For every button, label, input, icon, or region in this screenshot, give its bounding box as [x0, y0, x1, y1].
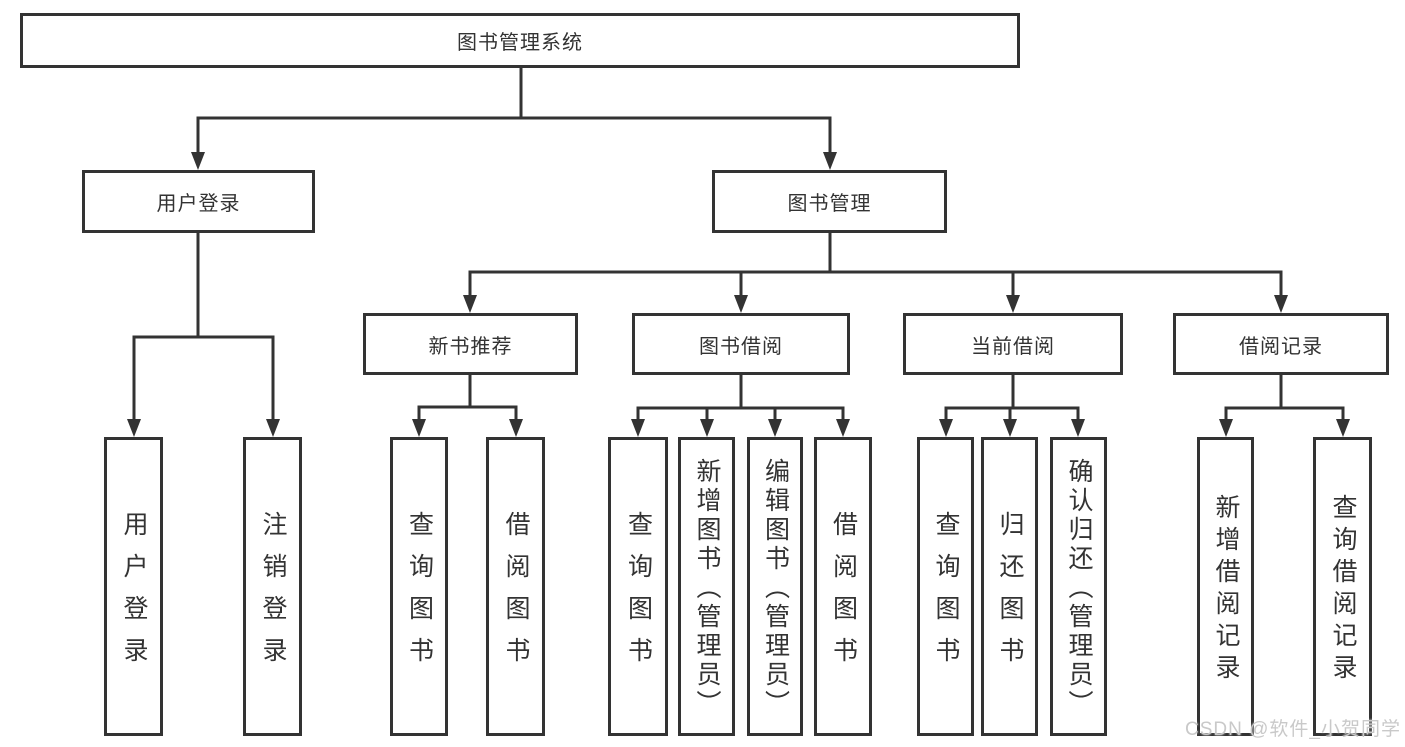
leaf-confirm-return-label: 确认归还（管理员） — [1065, 458, 1093, 719]
leaf-return-book-label: 归还图书 — [996, 511, 1024, 679]
node-user-login-label: 用户登录 — [156, 193, 241, 215]
leaf-query-borrow-record: 查询借阅记录 — [1313, 437, 1372, 736]
leaf-borrow-book-1-label: 借阅图书 — [502, 511, 530, 679]
node-user-login: 用户登录 — [82, 170, 315, 233]
leaf-edit-book-label: 编辑图书（管理员） — [761, 458, 790, 719]
leaf-confirm-return: 确认归还（管理员） — [1050, 437, 1107, 736]
watermark: CSDN @软件_小贺同学 — [1185, 719, 1401, 740]
node-borrow-records: 借阅记录 — [1173, 313, 1389, 375]
leaf-query-book-1: 查询图书 — [390, 437, 448, 736]
node-book-borrow-label: 图书借阅 — [699, 335, 783, 358]
node-book-borrow: 图书借阅 — [632, 313, 850, 375]
leaf-return-book: 归还图书 — [981, 437, 1038, 736]
node-new-book-recommend-label: 新书推荐 — [428, 335, 513, 358]
node-book-management: 图书管理 — [712, 170, 947, 233]
node-current-borrow-label: 当前借阅 — [971, 335, 1055, 358]
leaf-query-borrow-record-label: 查询借阅记录 — [1329, 494, 1357, 686]
node-book-management-label: 图书管理 — [787, 193, 872, 215]
leaf-user-login: 用户登录 — [104, 437, 163, 736]
leaf-borrow-book-2: 借阅图书 — [814, 437, 872, 736]
leaf-user-login-label: 用户登录 — [120, 511, 148, 679]
leaf-logout-label: 注销登录 — [259, 511, 287, 679]
leaf-add-borrow-record-label: 新增借阅记录 — [1212, 494, 1240, 686]
leaf-query-book-3-label: 查询图书 — [932, 511, 960, 679]
leaf-query-book-3: 查询图书 — [917, 437, 974, 736]
leaf-add-book-label: 新增图书（管理员） — [693, 458, 721, 719]
leaf-query-book-2: 查询图书 — [608, 437, 668, 736]
leaf-add-borrow-record: 新增借阅记录 — [1197, 437, 1254, 736]
node-new-book-recommend: 新书推荐 — [363, 313, 578, 375]
leaf-borrow-book-2-label: 借阅图书 — [829, 511, 858, 679]
leaf-add-book: 新增图书（管理员） — [678, 437, 735, 736]
node-borrow-records-label: 借阅记录 — [1239, 335, 1323, 358]
leaf-query-book-2-label: 查询图书 — [624, 511, 653, 679]
node-current-borrow: 当前借阅 — [903, 313, 1123, 375]
leaf-edit-book: 编辑图书（管理员） — [747, 437, 803, 736]
node-root-label: 图书管理系统 — [457, 32, 583, 54]
node-root: 图书管理系统 — [20, 13, 1020, 68]
leaf-logout: 注销登录 — [243, 437, 302, 736]
leaf-query-book-1-label: 查询图书 — [405, 511, 434, 679]
leaf-borrow-book-1: 借阅图书 — [486, 437, 545, 736]
